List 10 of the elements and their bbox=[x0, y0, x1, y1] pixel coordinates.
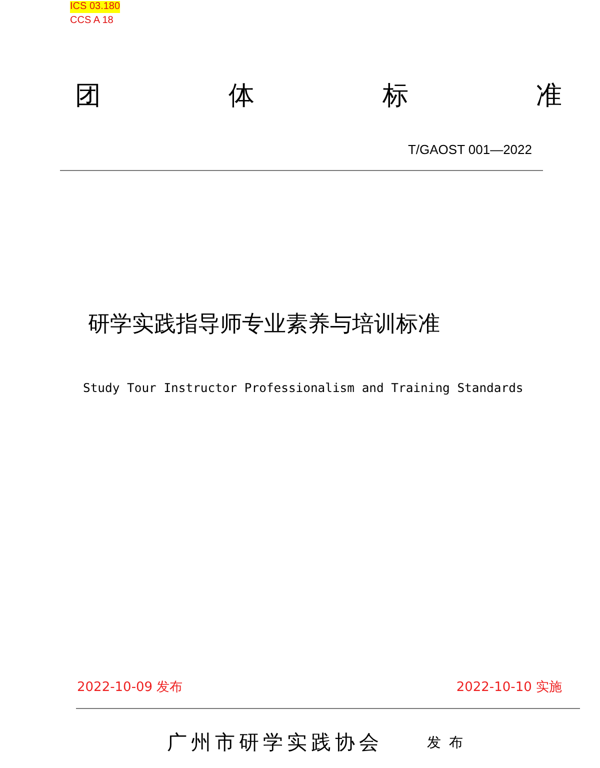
document-type: 团体标准 bbox=[75, 82, 562, 112]
classification-code: CCS A 18 bbox=[70, 15, 114, 26]
classification-code: ICS 03.180 bbox=[70, 1, 120, 12]
issue-date: 2022-10-09 发布 bbox=[77, 681, 183, 696]
english-title: Study Tour Instructor Professionalism and Training Standards bbox=[83, 381, 524, 396]
issue-note: 发布 bbox=[427, 735, 471, 752]
issuing-body: 广州市研学实践协会 bbox=[167, 731, 383, 754]
document-title: 研学实践指导师专业素养与培训标准 bbox=[88, 312, 440, 338]
implementation-date: 2022-10-10 实施 bbox=[456, 681, 562, 696]
standard-number: T/GAOST 001—2022 bbox=[408, 143, 532, 158]
